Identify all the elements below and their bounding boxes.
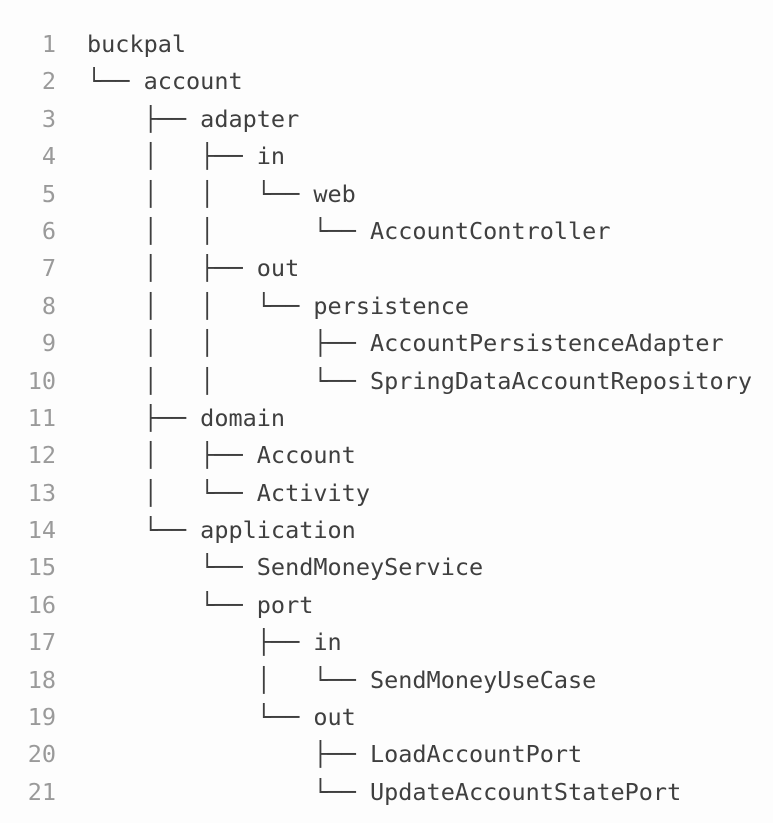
line-number: 16 — [27, 590, 56, 619]
line-text: └── SendMoneyService — [87, 553, 484, 582]
tree-line: 3 ├── adapter — [0, 101, 773, 138]
line-number: 5 — [41, 179, 56, 208]
tree-line: 7 │ ├── out — [0, 250, 773, 287]
line-number: 18 — [27, 665, 56, 694]
tree-line: 2 └── account — [0, 63, 773, 100]
line-text: ├── domain — [87, 403, 286, 432]
line-number: 14 — [27, 516, 56, 545]
line-number: 10 — [27, 366, 56, 395]
line-text: │ ├── out — [87, 254, 300, 283]
tree-line: 15 └── SendMoneyService — [0, 549, 773, 586]
line-text: │ │ └── AccountController — [87, 216, 611, 245]
line-number: 13 — [27, 478, 56, 507]
tree-line: 12 │ ├── Account — [0, 437, 773, 474]
line-text: buckpal — [87, 30, 187, 58]
tree-line: 17 ├── in — [0, 624, 773, 661]
line-number: 20 — [27, 740, 56, 769]
line-text: └── UpdateAccountStatePort — [87, 777, 682, 806]
line-number: 11 — [27, 403, 56, 432]
line-text: └── account — [87, 67, 243, 96]
line-number: 7 — [41, 254, 56, 283]
line-text: └── port — [87, 590, 314, 619]
line-text: │ └── Activity — [87, 478, 370, 507]
tree-line: 13 │ └── Activity — [0, 475, 773, 512]
line-number: 6 — [41, 216, 56, 245]
line-text: ├── LoadAccountPort — [87, 740, 583, 769]
line-number: 3 — [41, 104, 56, 133]
tree-line: 14 └── application — [0, 512, 773, 549]
tree-line: 6 │ │ └── AccountController — [0, 213, 773, 250]
tree-line: 19 └── out — [0, 699, 773, 736]
tree-line: 20 ├── LoadAccountPort — [0, 736, 773, 773]
line-number: 21 — [27, 777, 56, 806]
line-number: 1 — [41, 30, 56, 58]
tree-line: 16 └── port — [0, 587, 773, 624]
line-text: └── out — [87, 703, 356, 732]
line-text: │ │ └── SpringDataAccountRepository — [87, 366, 752, 395]
tree-line: 8 │ │ └── persistence — [0, 288, 773, 325]
line-number: 9 — [41, 329, 56, 358]
line-text: ├── adapter — [87, 104, 300, 133]
line-number: 19 — [27, 703, 56, 732]
line-text: ├── in — [87, 628, 342, 657]
line-number: 12 — [27, 441, 56, 470]
tree-line: 21 └── UpdateAccountStatePort — [0, 774, 773, 811]
line-number: 17 — [27, 628, 56, 657]
line-text: │ │ ├── AccountPersistenceAdapter — [87, 329, 724, 358]
line-text: │ │ └── persistence — [87, 291, 470, 320]
line-number: 4 — [41, 142, 56, 171]
line-text: └── application — [87, 516, 356, 545]
line-number: 2 — [41, 67, 56, 96]
tree-line: 5 │ │ └── web — [0, 176, 773, 213]
line-text: │ │ └── web — [87, 179, 356, 208]
tree-line: 1 buckpal — [0, 26, 773, 63]
line-number: 15 — [27, 553, 56, 582]
line-text: │ └── SendMoneyUseCase — [87, 665, 597, 694]
line-number: 8 — [41, 291, 56, 320]
line-text: │ ├── Account — [87, 441, 356, 470]
tree-line: 9 │ │ ├── AccountPersistenceAdapter — [0, 325, 773, 362]
line-text: │ ├── in — [87, 142, 286, 171]
tree-line: 4 │ ├── in — [0, 138, 773, 175]
tree-line: 18 │ └── SendMoneyUseCase — [0, 662, 773, 699]
tree-line: 11 ├── domain — [0, 400, 773, 437]
tree-line: 10 │ │ └── SpringDataAccountRepository — [0, 363, 773, 400]
